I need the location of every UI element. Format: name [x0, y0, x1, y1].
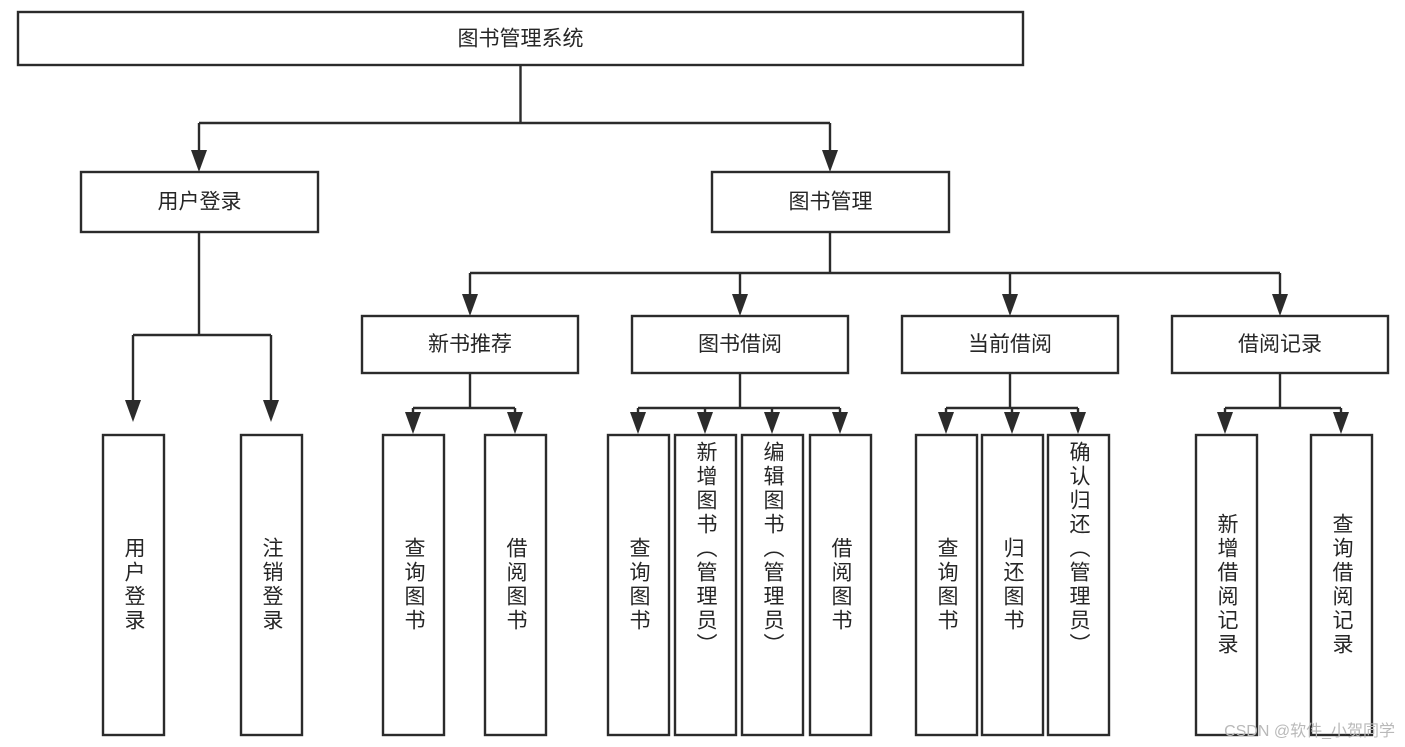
node-borrow-record[interactable]: 借阅记录: [1170, 314, 1390, 375]
leaf-rect-book-borrow-3[interactable]: [808, 433, 873, 737]
leaf-rect-borrow-record-0[interactable]: [1194, 433, 1259, 737]
node-user-login[interactable]: 用户登录: [79, 170, 320, 234]
leaf-rect-user-login-1[interactable]: [239, 433, 304, 737]
edges-level3-to-leaves: [405, 373, 1349, 434]
node-book-management[interactable]: 图书管理: [710, 170, 951, 234]
node-new-book-recommend[interactable]: 新书推荐: [360, 314, 580, 375]
leaf-rect-new-book-1[interactable]: [483, 433, 548, 737]
node-root-label: 图书管理系统: [458, 28, 584, 51]
node-user-login-label: 用户登录: [158, 191, 242, 214]
node-book-management-label: 图书管理: [789, 191, 873, 214]
node-root[interactable]: 图书管理系统: [16, 10, 1025, 67]
node-borrow-record-label: 借阅记录: [1238, 333, 1322, 356]
edges-root-to-level2: [191, 65, 838, 172]
leaf-rect-book-borrow-1[interactable]: [673, 433, 738, 737]
leaf-rects: [101, 433, 1374, 737]
edges-level2-to-children: [125, 232, 1288, 422]
leaf-rect-current-borrow-2[interactable]: [1046, 433, 1111, 737]
leaf-rect-book-borrow-0[interactable]: [606, 433, 671, 737]
leaf-rect-new-book-0[interactable]: [381, 433, 446, 737]
node-book-borrow-label: 图书借阅: [698, 333, 782, 356]
leaf-rect-borrow-record-1[interactable]: [1309, 433, 1374, 737]
leaf-rect-user-login-0[interactable]: [101, 433, 166, 737]
node-current-borrow-label: 当前借阅: [968, 333, 1052, 356]
node-book-borrow[interactable]: 图书借阅: [630, 314, 850, 375]
leaf-rect-current-borrow-0[interactable]: [914, 433, 979, 737]
node-current-borrow[interactable]: 当前借阅: [900, 314, 1120, 375]
node-new-book-recommend-label: 新书推荐: [428, 333, 512, 356]
leaf-rect-current-borrow-1[interactable]: [980, 433, 1045, 737]
leaf-rect-book-borrow-2[interactable]: [740, 433, 805, 737]
